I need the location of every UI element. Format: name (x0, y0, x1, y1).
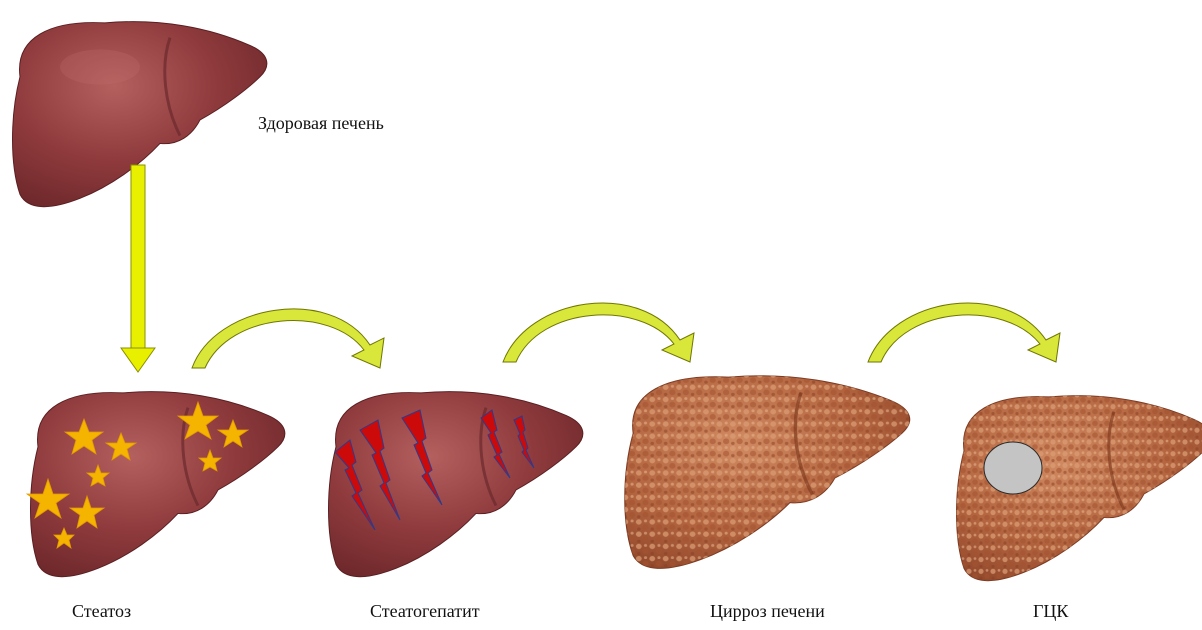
steatohepatitis-label: Стеатогепатит (370, 601, 480, 621)
hcc-liver-image (957, 396, 1202, 581)
steatosis-label: Стеатоз (72, 601, 131, 621)
steatohepatitis-liver-image (329, 392, 583, 577)
healthy-liver-label: Здоровая печень (258, 113, 384, 133)
cirrhosis-label: Цирроз печени (710, 601, 825, 621)
hcc-label: ГЦК (1033, 601, 1069, 621)
tumor-icon (984, 442, 1042, 494)
down-arrow (121, 165, 155, 372)
curved-arrow-1 (192, 309, 384, 368)
curved-arrow-2 (503, 303, 694, 362)
curved-arrow-3 (868, 303, 1060, 362)
steatosis-liver-image (31, 392, 285, 577)
cirrhosis-liver-image (625, 376, 910, 569)
